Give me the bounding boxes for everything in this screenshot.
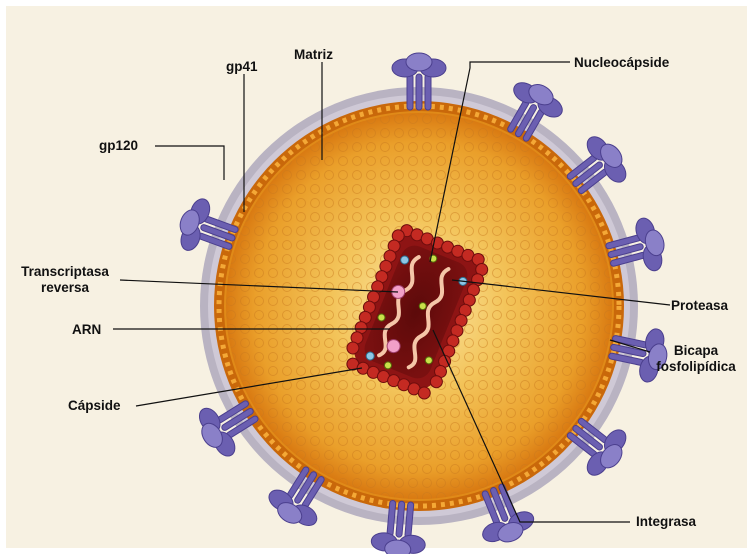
label-transcriptasa-line1: Transcriptasa — [10, 264, 120, 280]
label-gp120: gp120 — [99, 138, 138, 154]
label-bicapa-fosfolipidica: Bicapa fosfolipídica — [646, 343, 746, 375]
label-bicapa-line2: fosfolipídica — [646, 359, 746, 375]
label-arn: ARN — [72, 322, 101, 338]
gp41-stalk — [407, 74, 413, 110]
label-proteasa: Proteasa — [671, 298, 728, 314]
label-bicapa-line1: Bicapa — [646, 343, 746, 359]
label-nucleocapside: Nucleocápside — [574, 55, 669, 71]
label-integrasa: Integrasa — [636, 514, 696, 530]
gp120-head — [406, 53, 432, 71]
label-transcriptasa-line2: reversa — [10, 280, 120, 296]
label-capside: Cápside — [68, 398, 121, 414]
gp41-stalk — [425, 74, 431, 110]
leader-gp120 — [155, 146, 224, 180]
label-gp41: gp41 — [226, 59, 258, 75]
gp41-stalk — [416, 74, 422, 110]
label-matriz: Matriz — [294, 47, 333, 63]
label-transcriptasa-reversa: Transcriptasa reversa — [10, 264, 120, 296]
